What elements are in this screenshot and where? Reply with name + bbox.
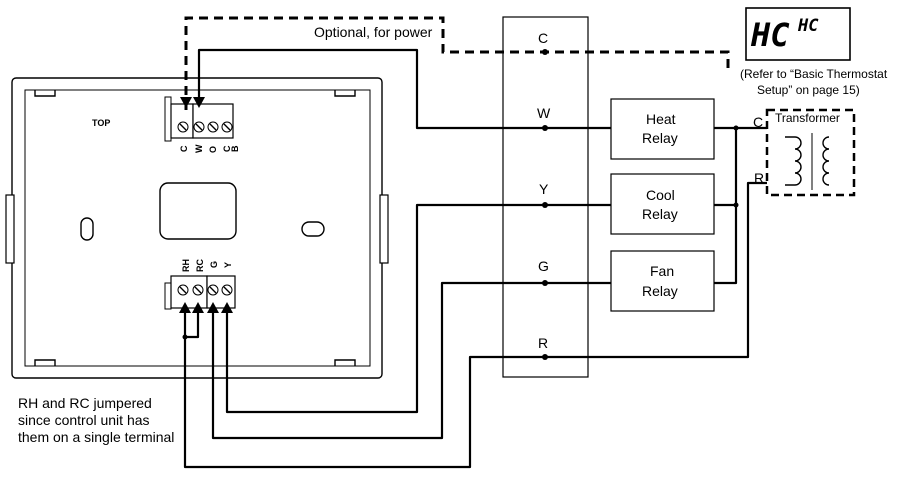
top-terminal-w: W bbox=[194, 144, 204, 153]
jumper-note-line1: RH and RC jumpered bbox=[18, 395, 152, 411]
cool-relay-label-2: Relay bbox=[642, 206, 678, 222]
cool-relay: Cool Relay bbox=[610, 173, 715, 235]
top-terminal-c2: C bbox=[222, 145, 232, 152]
optional-power-note: Optional, for power bbox=[314, 24, 433, 40]
top-terminal-o: O bbox=[208, 146, 218, 153]
transformer-label: Transformer bbox=[775, 111, 840, 125]
control-terminal-c: C bbox=[538, 30, 548, 46]
optional-c-wire bbox=[184, 16, 730, 110]
w-wire bbox=[197, 48, 611, 130]
heat-relay: Heat Relay bbox=[610, 98, 715, 160]
fan-relay-label-2: Relay bbox=[642, 283, 678, 299]
heat-relay-label: Heat bbox=[646, 111, 676, 127]
top-terminal-b: B bbox=[230, 145, 240, 152]
thermostat-display: HC HC bbox=[745, 7, 851, 61]
rh-rc-jumper bbox=[185, 313, 200, 339]
refer-note-line1: (Refer to “Basic Thermostat bbox=[740, 67, 888, 81]
cool-relay-label: Cool bbox=[646, 187, 675, 203]
thermostat-wallplate: TOP C W O C B RH RC bbox=[5, 77, 389, 379]
top-label: TOP bbox=[92, 118, 110, 128]
display-big-text: HC bbox=[750, 16, 790, 54]
bottom-terminal-rh: RH bbox=[181, 259, 191, 272]
relay-common-wire bbox=[714, 126, 767, 285]
bottom-terminal-block: RH RC G Y bbox=[164, 259, 236, 310]
g-wire bbox=[211, 281, 611, 440]
y-wire bbox=[225, 203, 611, 414]
transformer: Transformer C R bbox=[753, 108, 856, 197]
control-terminal-w: W bbox=[537, 105, 551, 121]
transformer-terminal-c: C bbox=[753, 114, 763, 130]
display-small-text: HC bbox=[797, 16, 819, 36]
r-wire bbox=[183, 181, 767, 469]
fan-relay: Fan Relay bbox=[610, 250, 715, 312]
control-terminal-y: Y bbox=[539, 181, 549, 197]
fan-relay-label: Fan bbox=[650, 263, 674, 279]
control-unit-strip: C W Y G R bbox=[502, 16, 589, 378]
jumper-note-line2: since control unit has bbox=[18, 412, 150, 428]
bottom-terminal-rc: RC bbox=[195, 259, 205, 272]
heat-relay-label-2: Relay bbox=[642, 130, 678, 146]
bottom-terminal-g: G bbox=[209, 261, 219, 268]
wiring bbox=[179, 16, 767, 469]
jumper-note-line3: them on a single terminal bbox=[18, 429, 174, 445]
bottom-terminal-y: Y bbox=[223, 262, 233, 268]
top-terminal-block: C W O C B bbox=[164, 96, 240, 153]
annotations: Optional, for power (Refer to “Basic The… bbox=[18, 24, 888, 445]
refer-note-line2: Setup” on page 15) bbox=[757, 83, 860, 97]
top-terminal-c: C bbox=[179, 145, 189, 152]
control-terminal-r: R bbox=[538, 335, 548, 351]
control-terminal-g: G bbox=[538, 258, 549, 274]
transformer-terminal-r: R bbox=[754, 170, 764, 186]
